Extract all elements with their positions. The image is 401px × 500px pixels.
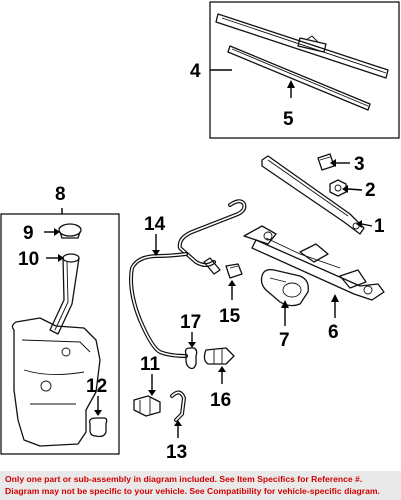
pivot-cap-drawing (317, 153, 335, 171)
callout-5: 5 (283, 109, 294, 130)
callout-16: 16 (210, 390, 231, 411)
wiper-arm-drawing (261, 155, 365, 235)
wiper-insert-drawing (227, 45, 371, 111)
callout-9: 9 (23, 223, 34, 244)
callout-1: 1 (374, 216, 385, 237)
washer-hose-drawing (129, 199, 247, 358)
hose-grommet-drawing (184, 347, 198, 370)
callout-6: 6 (328, 322, 339, 343)
callout-10: 10 (18, 249, 39, 270)
washer-pump-drawing (133, 395, 161, 417)
wiper-blade-group-box (209, 1, 400, 139)
callout-3: 3 (354, 154, 365, 175)
callout-17: 17 (180, 312, 201, 333)
callout-12: 12 (86, 376, 107, 397)
callout-8: 8 (55, 184, 66, 205)
callout-14: 14 (144, 214, 166, 235)
wiper-blade-drawing (215, 13, 389, 79)
pivot-nut-drawing (329, 179, 347, 197)
hose-connector-drawing (225, 263, 243, 279)
callout-leaders (44, 69, 373, 438)
short-hose-drawing (170, 390, 186, 422)
disclaimer-line-2: Diagram may not be specific to your vehi… (5, 486, 380, 496)
disclaimer-footer: Only one part or sub-assembly in diagram… (0, 471, 401, 500)
callout-11: 11 (140, 354, 161, 375)
grommet-drawing (88, 417, 108, 438)
wiper-linkage-drawing (243, 225, 385, 301)
filler-neck-drawing (49, 253, 80, 335)
callout-13: 13 (166, 442, 187, 463)
reservoir-tank-drawing (11, 317, 101, 447)
wiper-motor-drawing (260, 268, 309, 307)
callout-2: 2 (365, 180, 376, 201)
reservoir-group-box (0, 213, 120, 455)
callout-4: 4 (190, 61, 201, 82)
callout-15: 15 (219, 306, 241, 327)
reservoir-cap-drawing (58, 223, 82, 239)
disclaimer-line-1: Only one part or sub-assembly in diagram… (5, 474, 363, 484)
washer-nozzle-drawing (203, 347, 235, 365)
callout-7: 7 (279, 330, 290, 351)
